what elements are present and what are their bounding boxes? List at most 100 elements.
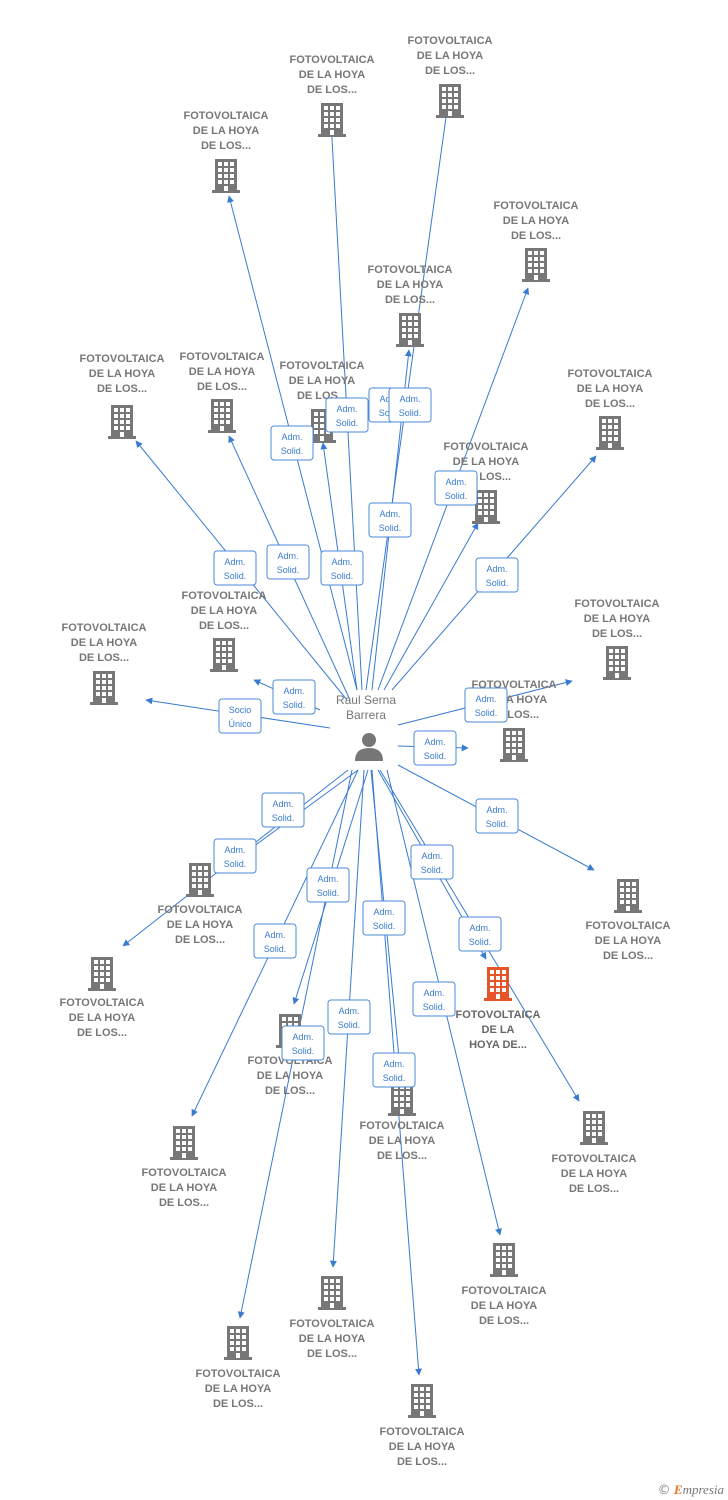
edge-label-adm-solid[interactable]: Adm.Solid. [388,387,432,423]
edge-label-adm-solid[interactable]: Adm.Solid. [362,900,406,936]
company-label: FOTOVOLTAICA [80,353,165,365]
company-label: FOTOVOLTAICA [444,441,529,453]
edge-label-text: Adm. [486,805,507,815]
edge-label-adm-solid[interactable]: Adm. Solid. [368,502,412,538]
edge-label-adm-solid[interactable]: Adm.Solid. [464,687,508,723]
edge-label-text: Solid. [283,700,306,710]
building-icon [408,1384,436,1418]
edge-label-text: Solid. [277,565,300,575]
edge-label-text: Solid. [331,571,354,581]
company-label: DE LA HOYA [71,637,137,649]
company-label: FOTOVOLTAICA [360,1120,445,1132]
building-icon [603,646,631,680]
company-label: DE LOS... [511,230,561,242]
edge-labels-layer: Adm. Solid. Adm. Solid. Adm. Solid. Adm. Solid.… [213,387,519,1088]
edge-line [383,522,479,691]
edge-label-text: Adm. [224,845,245,855]
company-label: HOYA DE... [469,1039,527,1051]
edge-label-box [213,550,257,586]
edge-label-text: Adm. [379,509,400,519]
company-label: FOTOVOLTAICA [290,54,375,66]
edge-label-adm-solid[interactable]: Adm.Solid. [270,425,314,461]
edge-label-adm-solid[interactable]: Adm.Solid. [475,798,519,834]
edge-label-text: Adm. [264,930,285,940]
building-icon [436,84,464,118]
edge-label-box [325,397,369,433]
edge-label-box [410,844,454,880]
edge-label-text: Solid. [469,937,492,947]
company-label: DE LOS... [307,1348,357,1360]
company-label: DE LA HOYA [205,1383,271,1395]
edge-label-text: Adm. [283,686,304,696]
edge-label-box [413,730,457,766]
company-label: DE LOS... [585,398,635,410]
company-label: FOTOVOLTAICA [60,997,145,1009]
edge-label-adm-solid[interactable]: Adm.Solid. [475,557,519,593]
company-label: DE LA HOYA [167,919,233,931]
edge-label-adm-solid[interactable]: Adm.Solid. [266,544,310,580]
company-label: DE LOS... [159,1197,209,1209]
edge-label-box [270,425,314,461]
company-label: DE LA [482,1024,515,1036]
edge-label-adm-solid[interactable]: Adm.Solid. [412,981,456,1017]
company-label: DE LOS... [77,1027,127,1039]
company-label: FOTOVOLTAICA [184,110,269,122]
copyright-symbol: © [657,1483,671,1498]
edge-label-adm-solid[interactable]: Adm.Solid. [327,999,371,1035]
edge-label-adm-solid[interactable]: Adm.Solid. [306,867,350,903]
edge-label-adm-solid[interactable]: Adm.Solid. [410,844,454,880]
edge-label-text: Adm. [292,1032,313,1042]
edge-label-text: Solid. [317,888,340,898]
edge-label-text: Solid. [445,491,468,501]
edge-label-adm-solid[interactable]: Adm.Solid. [434,470,478,506]
edge-label-adm-solid[interactable]: Adm. Solid. [272,679,316,715]
company-label: FOTOVOLTAICA [586,920,671,932]
edge-label-adm-solid[interactable]: Adm.Solid. [413,730,457,766]
edge-label-text: Solid. [379,523,402,533]
edge-label-adm-solid[interactable]: Adm.Solid. [213,838,257,874]
company-label: DE LOS... [79,652,129,664]
edge-label-adm-solid[interactable]: Adm.Solid. [213,550,257,586]
company-label: FOTOVOLTAICA [552,1153,637,1165]
building-icon [224,1326,252,1360]
edge-label-box [218,698,262,734]
edge-label-adm-solid[interactable]: Adm.Solid. [281,1025,325,1061]
edge-label-adm-solid[interactable]: Adm.Solid. [253,923,297,959]
edge-label-adm-solid[interactable]: Adm.Solid. [261,792,305,828]
center-person-node[interactable]: Raul Serna Barrera [336,693,396,761]
edge-label-adm-solid[interactable]: Adm.Solid. [320,550,364,586]
edge-label-adm-solid[interactable]: Adm.Solid. [325,397,369,433]
edge-label-adm-solid[interactable]: Adm.Solid. [458,916,502,952]
edge-label-box [306,867,350,903]
edge-label-text: Adm. [424,737,445,747]
company-label: DE LA HOYA [189,366,255,378]
edge-label-text: Adm. [421,851,442,861]
edge-label-adm-solid[interactable]: Adm.Solid. [372,1052,416,1088]
company-label: FOTOVOLTAICA [408,35,493,47]
